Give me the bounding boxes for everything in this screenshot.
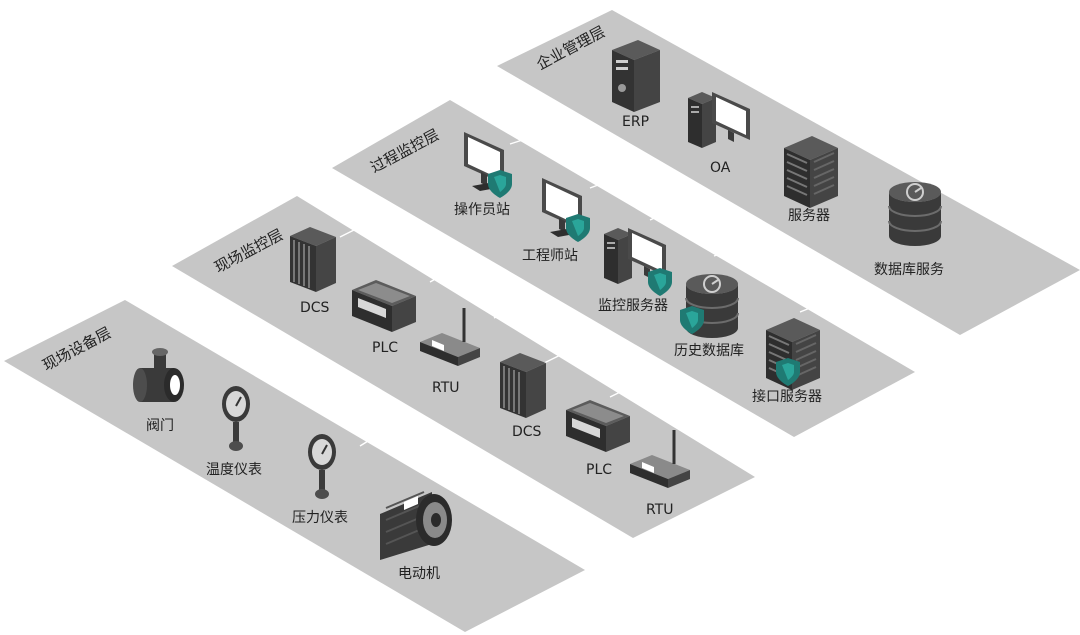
erp-label: ERP [622,114,649,130]
dcs-cabinet-icon [289,226,337,293]
oa-label: OA [710,160,731,176]
operator-station-label: 操作员站 [454,202,510,218]
interface-server-label: 接口服务器 [752,388,822,405]
network-links [339,127,852,447]
engineer-station-label: 工程师站 [522,248,578,264]
dcs-label-1: DCS [300,300,330,316]
plc-label-1: PLC [372,340,398,356]
history-database-label: 历史数据库 [674,343,744,359]
temperature-gauge-label: 温度仪表 [206,462,262,478]
motor-label: 电动机 [398,566,440,582]
rtu-label-2: RTU [646,502,674,518]
monitor-server-label: 监控服务器 [598,298,668,314]
pressure-gauge-label: 压力仪表 [292,510,348,526]
rtu-label-1: RTU [432,380,460,396]
dcs-label-2: DCS [512,424,542,440]
database-service-label: 数据库服务 [874,262,944,278]
server-label: 服务器 [788,208,830,224]
server-rack-icon [783,135,839,209]
erp-server-icon [612,40,660,112]
database-service-icon [888,181,942,247]
dcs-cabinet-icon-2 [499,352,547,419]
plc-label-2: PLC [586,462,612,478]
valve-label: 阀门 [146,418,174,434]
